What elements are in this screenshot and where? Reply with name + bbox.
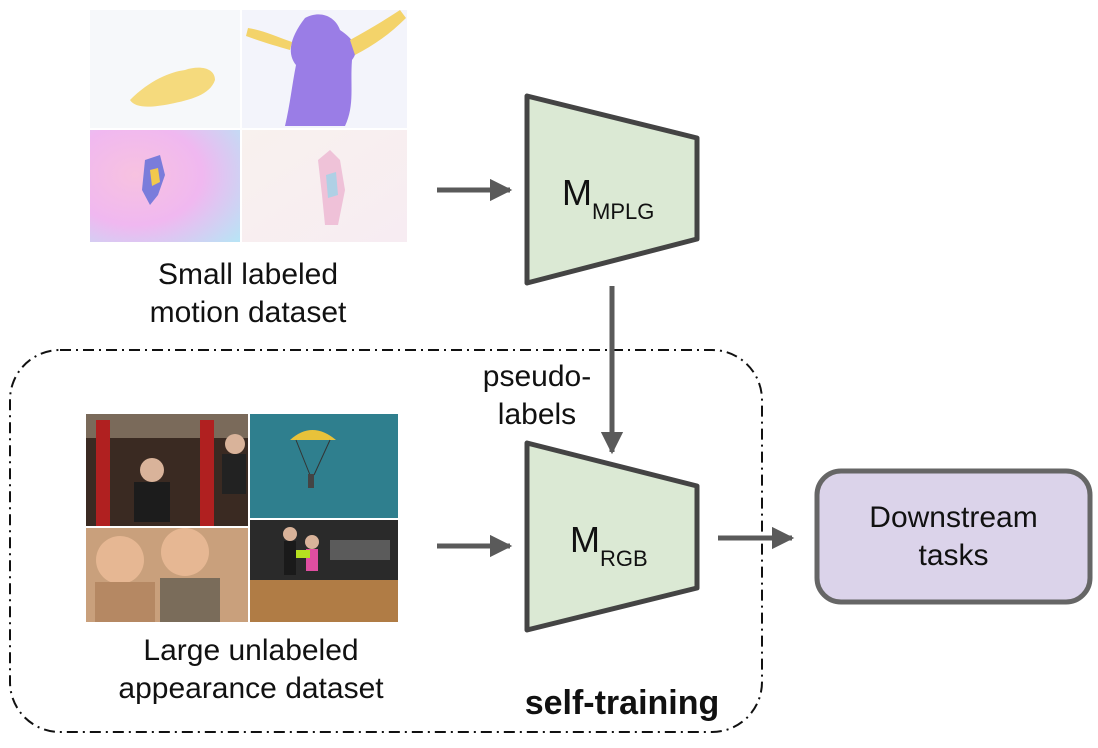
self-training-region [9,349,763,733]
appearance-dataset-caption-line1: Large unlabeled [143,634,359,667]
appearance-dataset-images [86,414,398,622]
model-rgb-trapezoid [524,440,700,633]
appearance-dataset-caption-line2: appearance dataset [118,672,384,705]
model-mplg-main: M [562,172,592,213]
model-mplg-label: MMPLG [562,172,654,224]
motion-dataset-caption: Small labeled motion dataset [108,256,388,332]
motion-dataset-images [90,10,407,242]
pseudo-labels-label: pseudo- labels [462,358,612,434]
appearance-dataset-caption: Large unlabeled appearance dataset [96,632,406,708]
self-training-label: self-training [524,684,720,722]
downstream-line2: tasks [918,539,989,572]
model-rgb-main: M [570,519,600,560]
downstream-box [814,468,1093,605]
model-rgb-subscript: RGB [600,546,648,571]
motion-dataset-caption-line1: Small labeled [157,258,339,291]
pseudo-labels-line1: pseudo- [482,360,592,393]
downstream-line1: Downstream [869,501,1038,534]
model-rgb-label: MRGB [570,519,648,571]
pseudo-labels-line2: labels [497,398,577,431]
model-mplg-subscript: MPLG [592,199,654,224]
model-mplg-trapezoid [524,93,700,286]
motion-dataset-caption-line2: motion dataset [149,296,347,329]
downstream-label: Downstream tasks [817,499,1090,575]
